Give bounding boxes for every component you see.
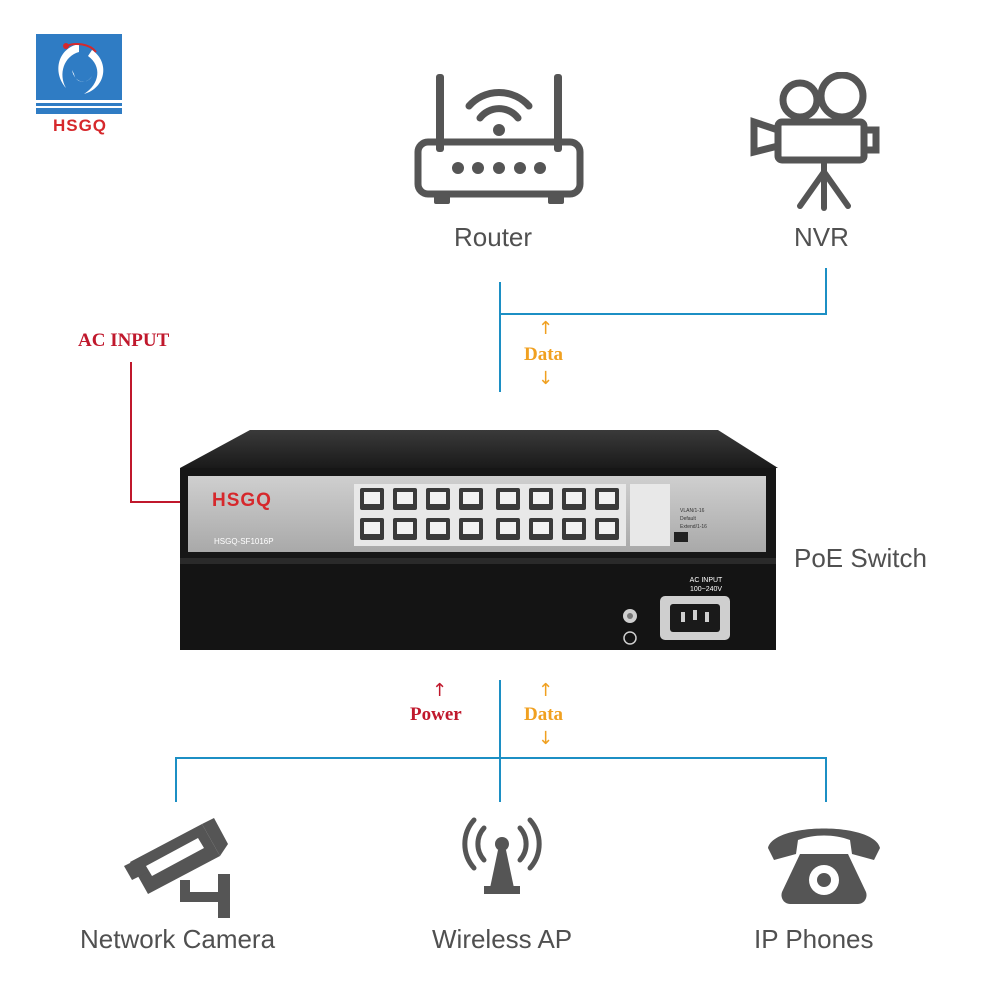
rj45-port-4-opening xyxy=(397,522,413,534)
cctv-camera-icon xyxy=(124,818,230,918)
video-camera-icon xyxy=(750,72,880,211)
switch-model: HSGQ-SF1016P xyxy=(214,537,274,546)
rj45-port-16-opening xyxy=(599,522,615,534)
logo-text: HSGQ xyxy=(52,116,108,135)
rj45-port-13-opening xyxy=(566,492,582,504)
svg-text:Default: Default xyxy=(680,516,696,522)
rj45-port-8-opening xyxy=(463,522,479,534)
data-label-bottom: Data xyxy=(524,704,564,725)
network-camera-label: Network Camera xyxy=(80,924,276,954)
rj45-port-12-opening xyxy=(533,522,549,534)
power-up-arrow: ↑ xyxy=(432,680,448,701)
data-up-arrow-bottom: ↑ xyxy=(538,680,554,701)
rj45-port-7-opening xyxy=(463,492,479,504)
rj45-port-14-opening xyxy=(566,522,582,534)
router-label: Router xyxy=(454,222,533,252)
rj45-port-15-opening xyxy=(599,492,615,504)
svg-text:Extend/1-16: Extend/1-16 xyxy=(680,524,707,530)
endpoint-bus xyxy=(175,757,827,802)
rj45-port-6-opening xyxy=(430,522,446,534)
data-down-arrow-bottom: ↓ xyxy=(538,728,554,749)
switch-ac-label-2: 100~240V xyxy=(689,586,723,593)
ac-input-line xyxy=(130,362,182,503)
data-down-arrow-top: ↓ xyxy=(538,368,554,389)
rj45-port-9-opening xyxy=(500,492,516,504)
router-icon xyxy=(414,74,584,204)
router-nvr-link xyxy=(499,268,827,315)
data-up-arrow-top: ↑ xyxy=(538,318,554,339)
antenna-tower-icon xyxy=(462,817,542,894)
rj45-port-10-opening xyxy=(500,522,516,534)
power-label: Power xyxy=(410,704,462,725)
rj45-port-11-opening xyxy=(533,492,549,504)
poe-switch-image: VLAN/1-16 Default Extend/1-16 xyxy=(180,430,778,650)
wireless-ap-label: Wireless AP xyxy=(432,924,573,954)
rj45-port-1-opening xyxy=(364,492,380,504)
telephone-icon xyxy=(768,828,880,904)
svg-text:VLAN/1-16: VLAN/1-16 xyxy=(680,508,705,514)
hsgq-logo xyxy=(36,34,122,114)
rj45-port-5-opening xyxy=(430,492,446,504)
ip-phones-label: IP Phones xyxy=(754,924,874,954)
poe-switch-label: PoE Switch xyxy=(794,543,927,573)
switch-ac-label: AC INPUT 100~240V xyxy=(680,576,732,594)
nvr-label: NVR xyxy=(794,222,849,252)
switch-brand: HSGQ xyxy=(212,490,272,511)
ac-input-label: AC INPUT xyxy=(78,330,170,351)
switch-ac-label-1: AC INPUT xyxy=(689,577,723,584)
rj45-port-3-opening xyxy=(397,492,413,504)
data-label-top: Data xyxy=(524,344,564,365)
rj45-port-2-opening xyxy=(364,522,380,534)
